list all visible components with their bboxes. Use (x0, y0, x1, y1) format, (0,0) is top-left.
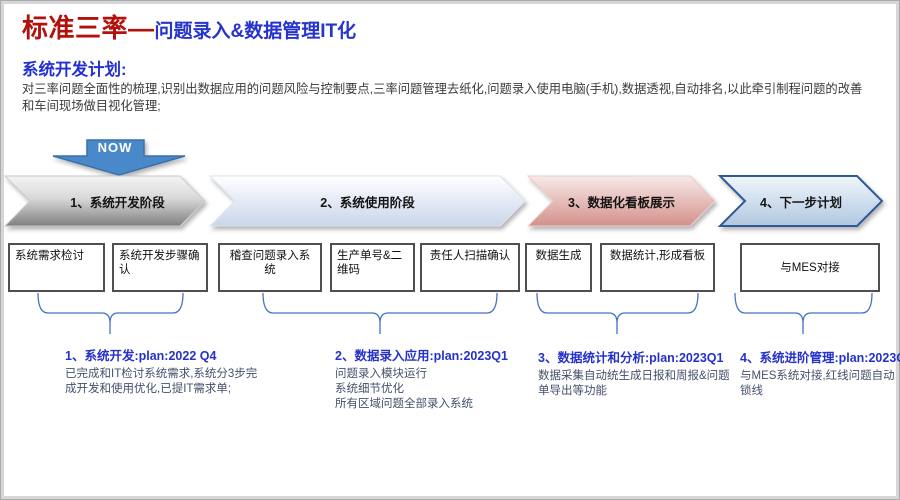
plan-heading-1: 1、系统开发:plan:2022 Q4 (65, 349, 217, 363)
brace-2 (262, 292, 498, 334)
task-box-data-statistics-board: 数据统计,形成看板 (600, 243, 715, 292)
brace-4 (734, 292, 873, 334)
task-box-data-generation: 数据生成 (525, 243, 592, 292)
stage-label-4: 4、下一步计划 (760, 195, 842, 210)
brace-1 (37, 292, 184, 334)
intro-line-1: 对三率问题全面性的梳理,识别出数据应用的问题风险与控制要点,三率问题管理去纸化,… (22, 82, 863, 96)
plan-body-1: 已完成和IT检讨系统需求,系统分3步完成开发和使用优化,已提IT需求单; (65, 368, 258, 395)
plan-heading-3: 3、数据统计和分析:plan:2023Q1 (538, 351, 724, 365)
plan-block-3: 3、数据统计和分析:plan:2023Q1 数据采集自动统生成日报和周报&问题单… (538, 347, 738, 399)
stage-label-1: 1、系统开发阶段 (70, 195, 165, 210)
task-box-dev-steps-confirm: 系统开发步骤确认 (112, 243, 208, 292)
task-box-mes-integration: 与MES对接 (740, 243, 880, 292)
plan-heading-4: 4、系统进阶管理:plan:2023Q1 (740, 351, 900, 365)
stage-label-2: 2、系统使用阶段 (320, 195, 415, 210)
plan-body-2: 问题录入模块运行 系统细节优化 所有区域问题全部录入系统 (335, 368, 473, 410)
plan-body-3: 数据采集自动统生成日报和周报&问题单导出等功能 (538, 370, 730, 397)
plan-heading-2: 2、数据录入应用:plan:2023Q1 (335, 349, 508, 363)
brace-3 (536, 292, 699, 334)
plan-block-2: 2、数据录入应用:plan:2023Q1 问题录入模块运行 系统细节优化 所有区… (335, 345, 550, 412)
now-label: NOW (97, 139, 133, 155)
title-blue-part: 问题录入&数据管理IT化 (154, 21, 357, 42)
task-box-responsible-scan-confirm: 责任人扫描确认 (420, 243, 520, 292)
task-box-audit-problem-entry: 稽查问题录入系统 (218, 243, 322, 292)
intro-line-2: 和车间现场做目视化管理; (22, 99, 161, 113)
task-box-production-order-qrcode: 生产单号&二维码 (330, 243, 415, 292)
stage-label-3: 3、数据化看板展示 (568, 195, 675, 210)
slide-title: 标准三率— 问题录入&数据管理IT化 (22, 8, 356, 45)
plan-block-1: 1、系统开发:plan:2022 Q4 已完成和IT检讨系统需求,系统分3步完成… (65, 345, 265, 397)
task-box-system-requirement-review: 系统需求检讨 (8, 243, 105, 292)
plan-body-4: 与MES系统对接,红线问题自动锁线 (740, 370, 895, 397)
plan-block-4: 4、系统进阶管理:plan:2023Q1 与MES系统对接,红线问题自动锁线 (740, 347, 900, 399)
section-heading: 系统开发计划: (22, 61, 127, 79)
title-red-part: 标准三率— (22, 13, 155, 43)
